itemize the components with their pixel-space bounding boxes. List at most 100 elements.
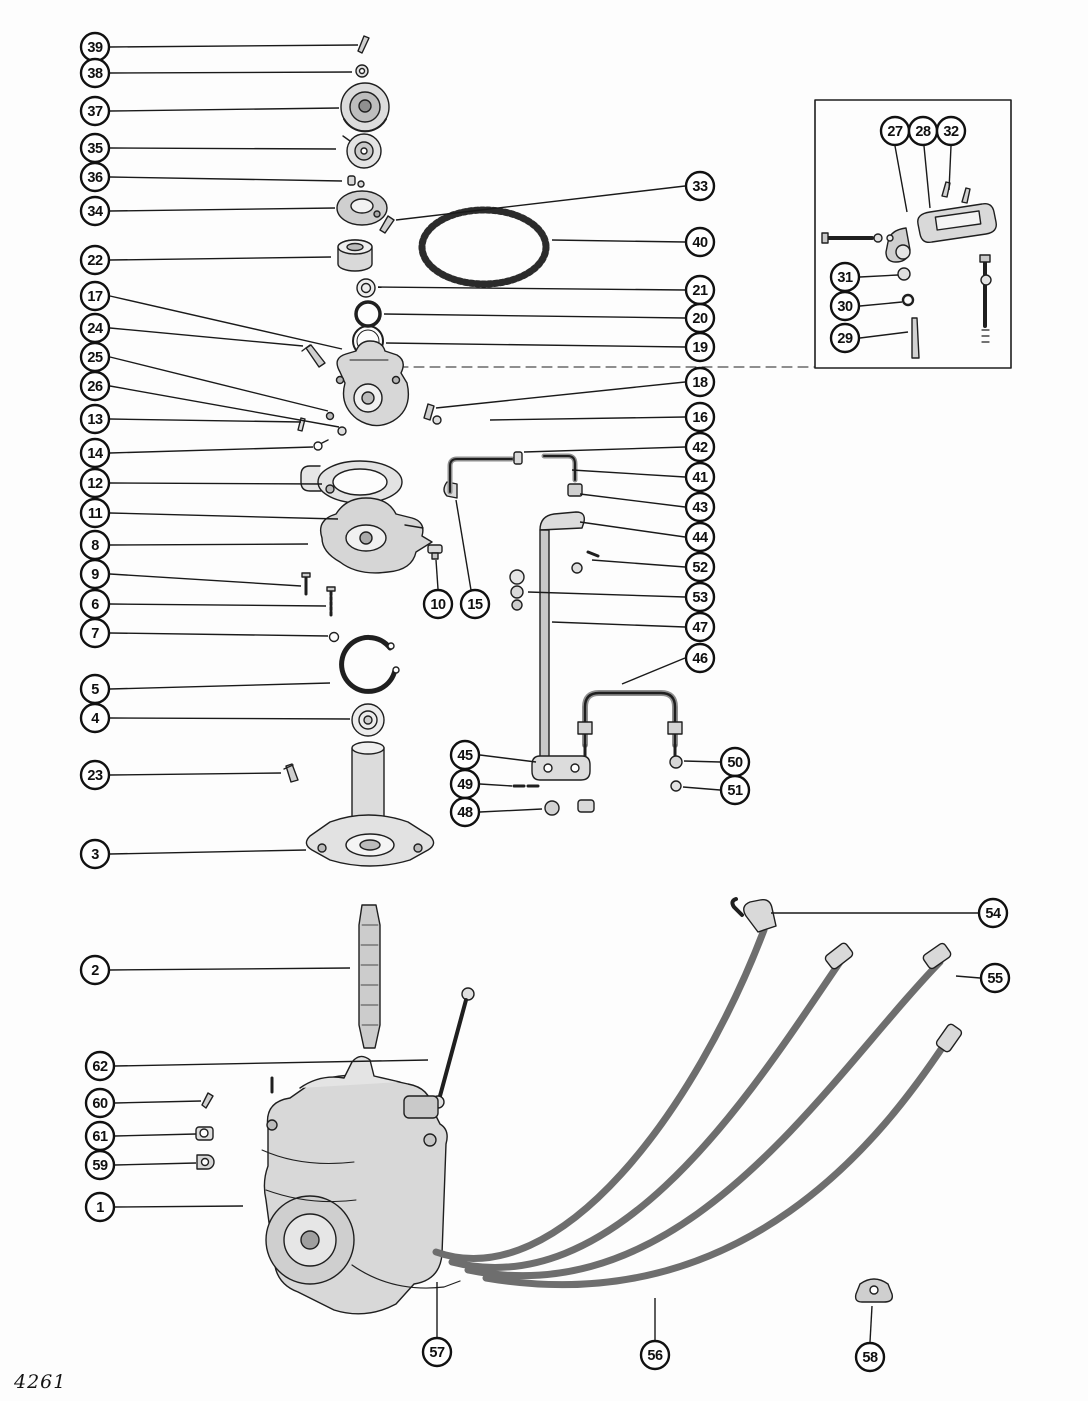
part-spark-plug-wires [432, 926, 950, 1288]
callout-number: 48 [457, 805, 473, 821]
callout-balloon [979, 962, 1011, 994]
callout-leader-line [109, 107, 340, 112]
callout-44: 44 [579, 521, 716, 553]
callout-56: 56 [639, 1298, 671, 1371]
callout-balloon [79, 838, 111, 870]
callout-62: 62 [84, 1050, 429, 1082]
callout-balloon [79, 617, 111, 649]
callout-number: 18 [692, 375, 708, 391]
callout-leader-line [109, 573, 302, 587]
callout-leader-line [109, 632, 329, 637]
callout-46: 46 [621, 642, 716, 685]
inset-assembly [814, 99, 1012, 369]
part-screw-23 [283, 763, 299, 783]
callout-number: 7 [91, 626, 99, 642]
callout-balloon [719, 774, 751, 806]
callout-number: 49 [457, 777, 473, 793]
part-cam-sleeve [337, 239, 373, 272]
artwork-layer [195, 35, 1012, 1315]
callout-58: 58 [854, 1305, 886, 1373]
part-washer-7 [328, 631, 340, 643]
callout-6: 6 [79, 588, 327, 620]
callout-23: 23 [79, 759, 282, 791]
callout-60: 60 [84, 1087, 202, 1119]
callout-leader-line [489, 416, 686, 421]
callout-leader-line [859, 331, 909, 339]
part-breaker-plate [336, 190, 388, 226]
callout-43: 43 [579, 491, 716, 523]
callout-leader-line [109, 772, 282, 776]
callout-number: 53 [692, 590, 708, 606]
callout-leader-line [109, 176, 343, 182]
callout-33: 33 [395, 170, 716, 221]
callout-number: 19 [692, 340, 708, 356]
callout-50: 50 [683, 746, 751, 778]
callout-number: 43 [692, 500, 708, 516]
callout-number: 40 [692, 235, 708, 251]
callout-number: 37 [87, 104, 103, 120]
part-clip-10 [427, 544, 443, 560]
callout-balloon [79, 467, 111, 499]
callout-5: 5 [79, 673, 331, 705]
callout-number: 27 [887, 124, 903, 140]
callout-leader-line [479, 808, 543, 813]
callout-number: 35 [87, 141, 103, 157]
callout-number: 3 [91, 847, 99, 863]
part-large-oring [418, 206, 550, 288]
callout-number: 25 [87, 350, 103, 366]
callout-leader-line [114, 1059, 429, 1067]
callout-leader-line [383, 313, 686, 319]
callout-balloon [79, 370, 111, 402]
callout-leader-line [682, 786, 721, 791]
callout-14: 14 [79, 437, 314, 469]
callout-balloon [79, 558, 111, 590]
callout-balloon [684, 401, 716, 433]
callout-balloon [79, 161, 111, 193]
callout-leader-line [859, 274, 899, 278]
callout-balloon [79, 195, 111, 227]
callout-number: 24 [87, 321, 103, 337]
callout-balloon [684, 461, 716, 493]
part-base-plate [319, 497, 433, 574]
callout-17: 17 [79, 280, 343, 350]
callout-leader-line [377, 286, 686, 291]
callout-number: 1 [96, 1200, 104, 1216]
part-pin-60 [201, 1092, 214, 1109]
callout-7: 7 [79, 617, 329, 649]
callout-number: 45 [457, 748, 473, 764]
callout-11: 11 [79, 497, 339, 529]
callout-leader-line [551, 621, 686, 628]
callout-22: 22 [79, 244, 332, 276]
callout-number: 28 [915, 124, 931, 140]
callout-balloon [684, 491, 716, 523]
part-snap-ring [339, 634, 400, 694]
callout-balloon [79, 57, 111, 89]
callout-leader-line [109, 295, 343, 350]
callout-number: 46 [692, 651, 708, 667]
callout-12: 12 [79, 467, 323, 499]
callout-leader-line [109, 71, 353, 74]
callout-layer: 3938373536342217242526131412118967542332… [79, 31, 1011, 1373]
callout-number: 36 [87, 170, 103, 186]
callout-leader-line [109, 717, 351, 720]
callout-41: 41 [571, 461, 716, 493]
callout-number: 5 [91, 682, 99, 698]
part-drive-shaft [358, 904, 381, 1049]
callout-leader-line [109, 446, 314, 454]
callout-number: 34 [87, 204, 103, 220]
part-trigger-plate [300, 460, 403, 504]
callout-leader-line [395, 185, 686, 221]
callout-balloon [79, 403, 111, 435]
callout-number: 61 [92, 1129, 108, 1145]
callout-number: 42 [692, 440, 708, 456]
callout-balloon [79, 954, 111, 986]
part-top-screw [357, 35, 370, 54]
callout-number: 39 [87, 40, 103, 56]
callout-leader-line [109, 512, 339, 520]
callout-leader-line [109, 482, 323, 485]
callout-number: 22 [87, 253, 103, 269]
callout-balloon [449, 796, 481, 828]
callout-leader-line [109, 327, 304, 347]
callout-61: 61 [84, 1120, 197, 1152]
callout-20: 20 [383, 302, 716, 334]
